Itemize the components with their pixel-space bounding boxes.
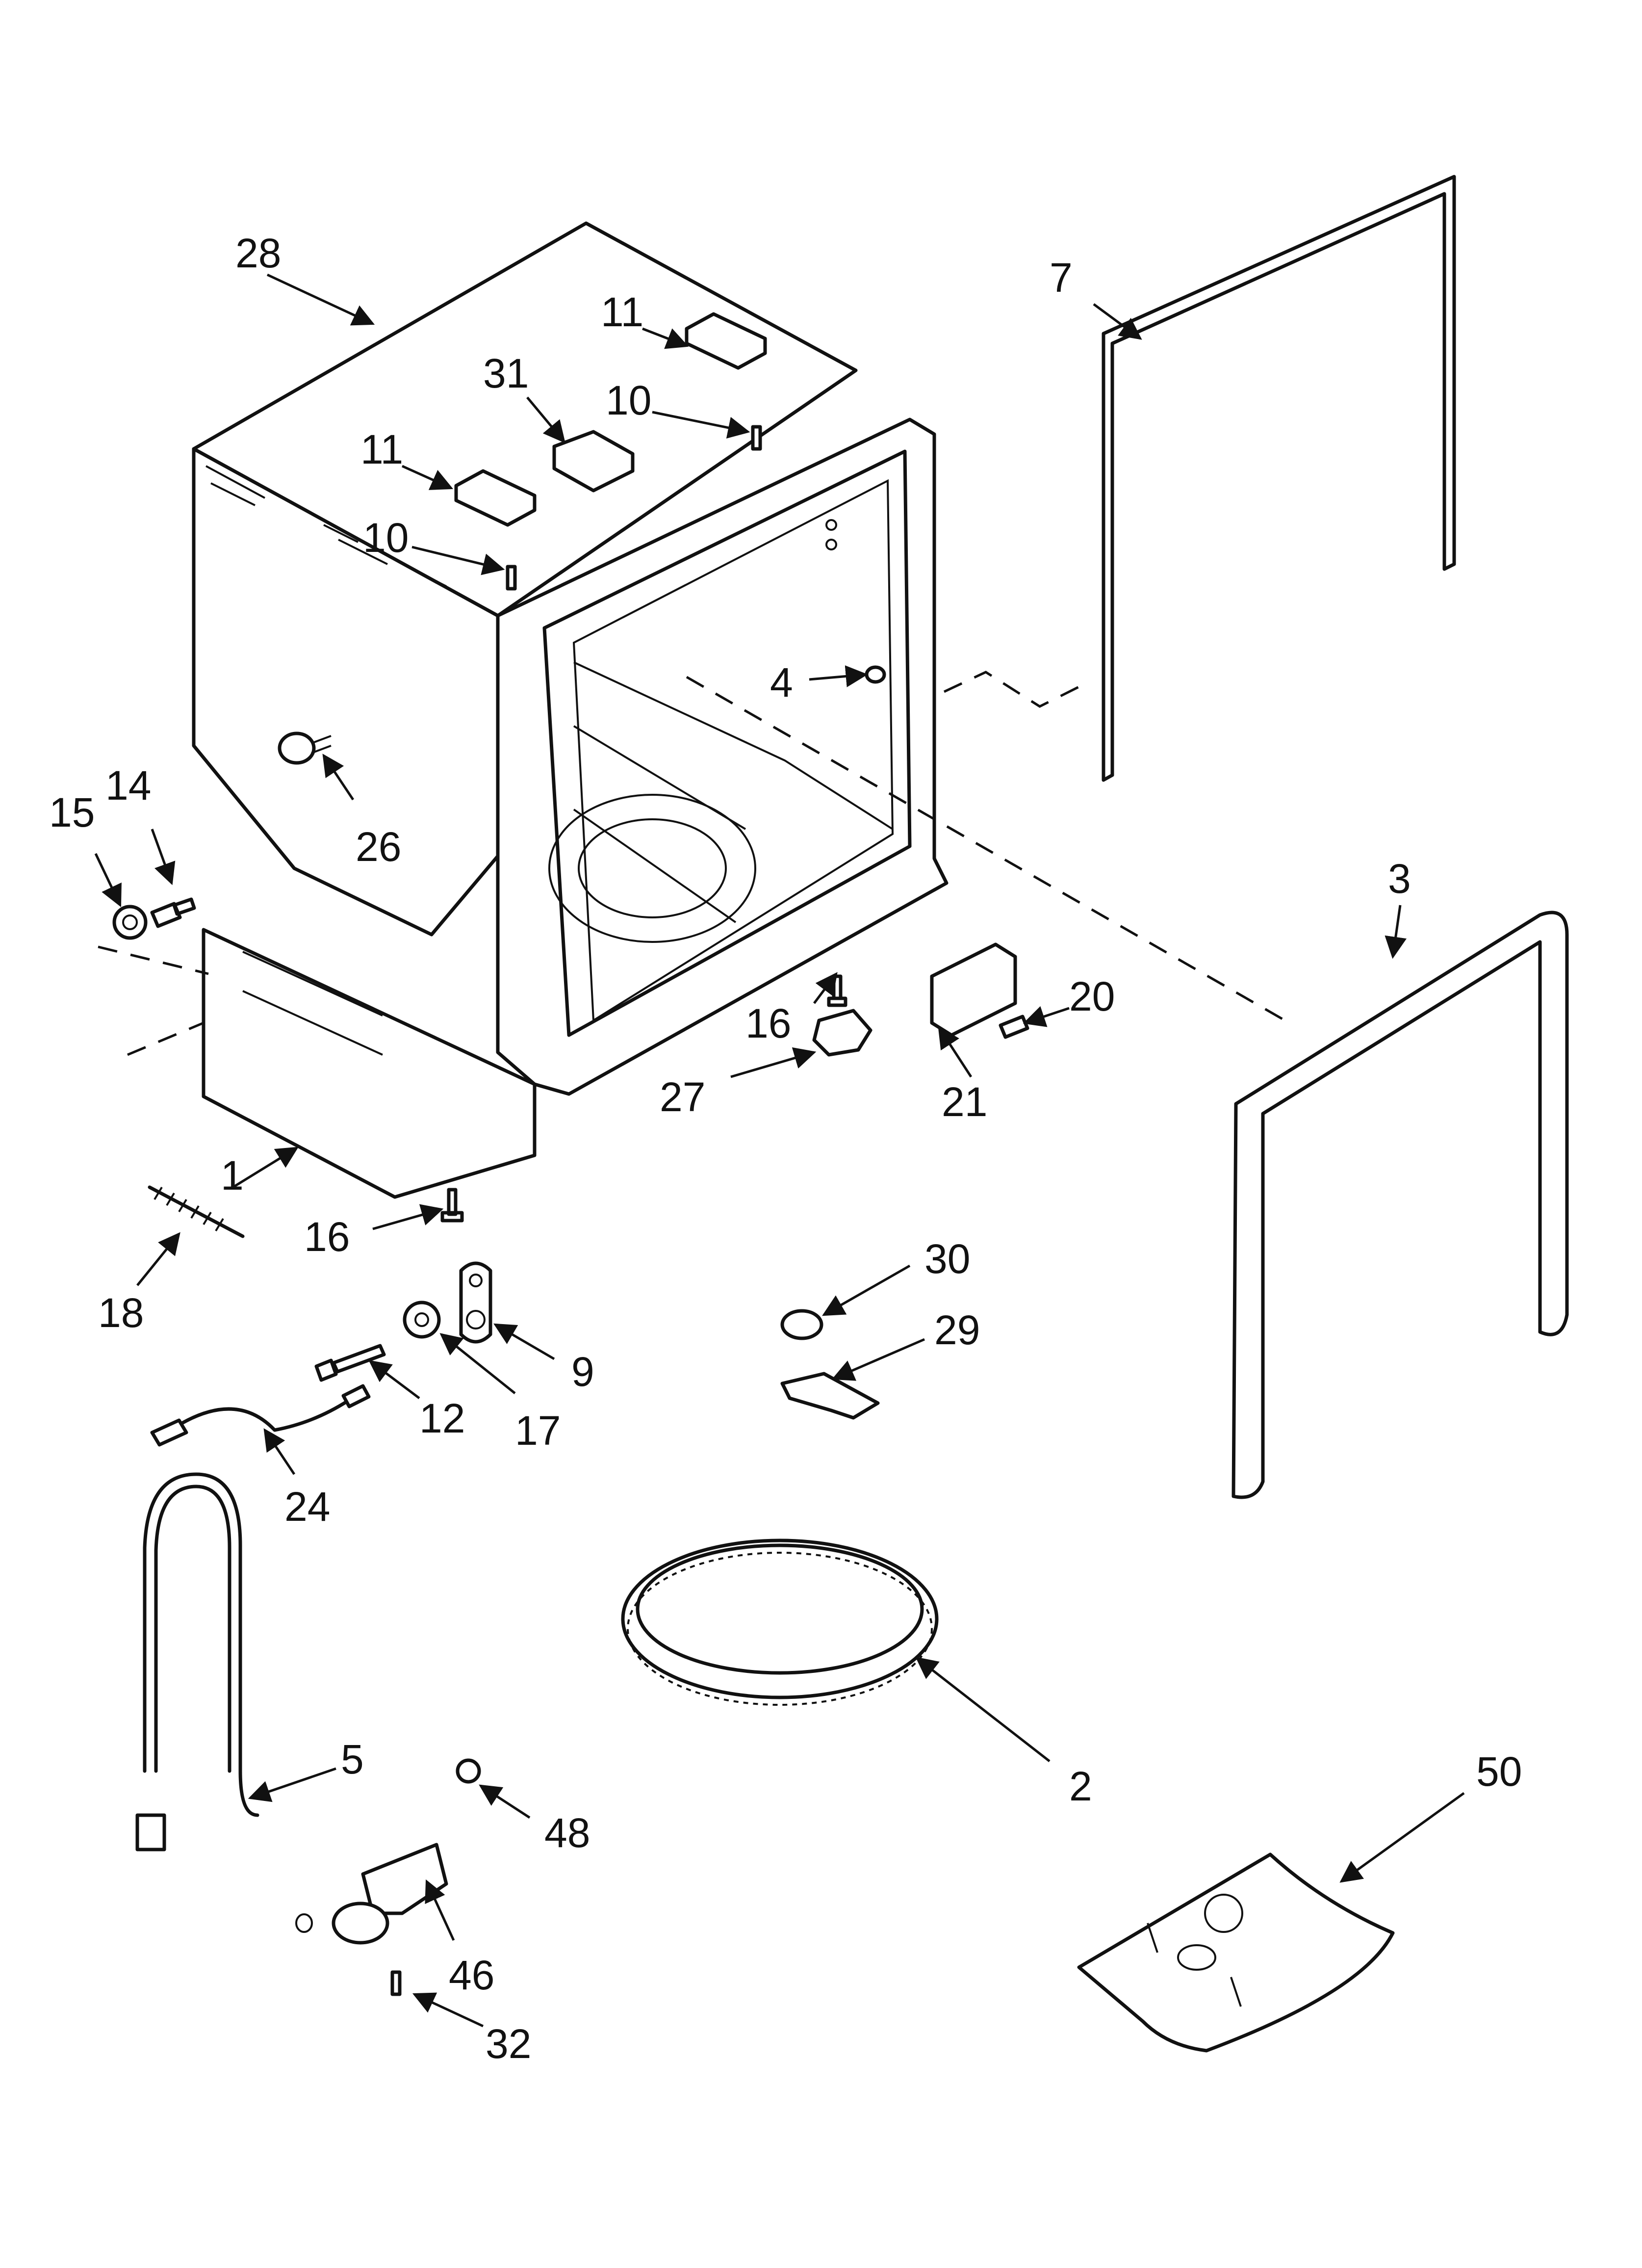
screw-14 — [150, 897, 196, 928]
callout-18: 18 — [98, 1290, 144, 1336]
parts-bag-50-ring — [1177, 1944, 1216, 1971]
hinge-bracket-left — [454, 469, 537, 527]
bracket-9 — [459, 1261, 492, 1344]
thermostat-30 — [780, 1309, 823, 1340]
callout-21: 21 — [942, 1079, 987, 1125]
ground-wire-24 — [155, 1399, 350, 1442]
parts-bag-50-clamp — [1204, 1894, 1243, 1933]
hose-5-inner — [154, 1485, 231, 1773]
foot-16-lower — [440, 1188, 464, 1223]
parts-bag-50-screws — [1147, 1923, 1242, 2007]
callout-12: 12 — [419, 1395, 465, 1441]
gasket-3 — [1232, 911, 1569, 1499]
screw-32 — [390, 1970, 402, 1996]
callout-16-upper: 16 — [745, 1000, 791, 1046]
leader-lines — [94, 273, 1465, 2028]
washer-17 — [403, 1301, 441, 1339]
callout-20: 20 — [1069, 973, 1115, 1019]
callout-15: 15 — [49, 789, 95, 835]
callout-17: 17 — [515, 1408, 561, 1454]
callout-5: 5 — [341, 1736, 364, 1782]
plug-26-stem — [311, 735, 332, 754]
valve-46-ring — [332, 1902, 389, 1945]
callout-10-upper: 10 — [606, 377, 651, 423]
screw-10-left — [506, 565, 517, 591]
callout-7: 7 — [1050, 255, 1073, 301]
callout-2: 2 — [1069, 1763, 1092, 1809]
callout-10-lower: 10 — [363, 515, 409, 561]
callout-4: 4 — [770, 659, 793, 705]
callout-24: 24 — [284, 1484, 330, 1530]
callout-labels: 28 7 11 31 10 11 10 4 26 15 14 3 20 16 2… — [49, 230, 1522, 2067]
bracket-9-hole-top — [469, 1274, 483, 1287]
clip-27 — [812, 1009, 872, 1057]
nut-15-hole — [122, 914, 138, 930]
nut-15 — [112, 905, 148, 940]
callout-29: 29 — [934, 1307, 980, 1353]
seal-ring-2-inner — [636, 1543, 924, 1675]
ground-wire-24-terminal-right — [341, 1384, 371, 1408]
callout-32: 32 — [486, 2021, 531, 2067]
callout-11-lower: 11 — [360, 426, 403, 472]
screw-20 — [999, 1015, 1029, 1039]
callout-48: 48 — [544, 1810, 590, 1856]
callout-16-lower: 16 — [304, 1214, 350, 1260]
parts-bag-50 — [1077, 1852, 1395, 2053]
callout-1: 1 — [221, 1152, 244, 1199]
plug-26 — [278, 731, 316, 765]
plug-4 — [865, 665, 886, 684]
callout-9: 9 — [571, 1349, 594, 1395]
callout-50: 50 — [1476, 1748, 1522, 1795]
alignment-line-7 — [943, 671, 1090, 708]
hose-5-end-left — [135, 1813, 166, 1851]
callout-30: 30 — [924, 1236, 970, 1282]
bracket-21 — [930, 942, 1017, 1037]
tub-assembly — [192, 221, 949, 1199]
hose-5 — [143, 1472, 259, 1817]
callout-26: 26 — [356, 824, 401, 870]
bracket-29 — [780, 1372, 880, 1420]
bracket-9-hole-bottom — [466, 1310, 486, 1330]
spring-18-coils — [154, 1186, 224, 1232]
bracket-31 — [552, 430, 635, 493]
screw-12 — [314, 1344, 386, 1382]
washer-17-hole — [414, 1312, 429, 1327]
callout-31: 31 — [483, 350, 529, 396]
ground-wire-24-terminal-left — [150, 1418, 188, 1447]
callout-11-upper: 11 — [601, 289, 643, 335]
callout-28: 28 — [235, 230, 281, 276]
callout-27: 27 — [660, 1074, 705, 1120]
alignment-line-3 — [686, 676, 1286, 1022]
clamp-48 — [456, 1758, 481, 1784]
valve-46-oring — [295, 1913, 313, 1933]
callout-14: 14 — [105, 762, 151, 808]
screw-10-right — [751, 425, 762, 451]
alignment-line-14-15 — [98, 945, 209, 1056]
callout-3: 3 — [1388, 856, 1411, 902]
gasket-7 — [1102, 175, 1456, 782]
callout-46: 46 — [449, 1952, 494, 1998]
valve-46 — [361, 1843, 448, 1915]
seal-ring-2-teeth — [627, 1552, 933, 1706]
